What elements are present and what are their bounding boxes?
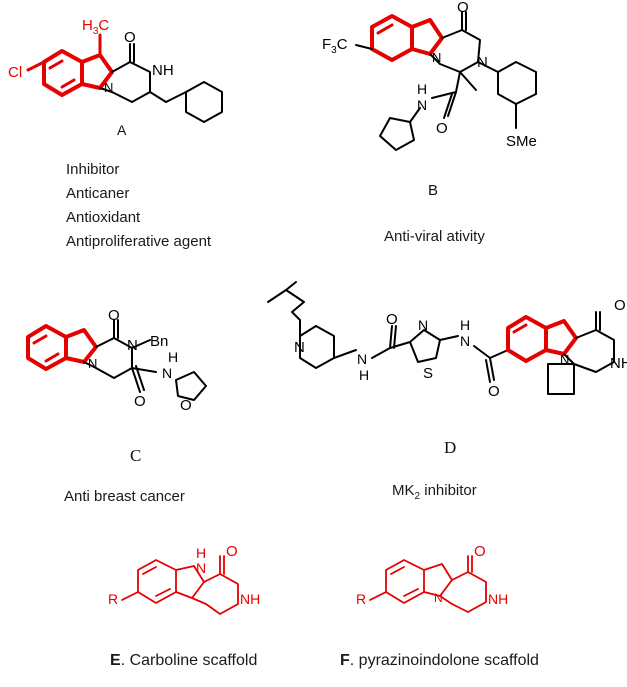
scaffold-f-caption-bold: F [340, 652, 350, 669]
compound-d-n5-label: N [560, 352, 569, 367]
compound-d-pyrrole-ring [544, 319, 578, 356]
compound-b-letter: B [428, 182, 439, 199]
compound-b-pyrrole-ring [410, 18, 444, 56]
compound-d-thiazole-ring [409, 329, 441, 363]
scaffold-f-r-label: R [356, 591, 366, 607]
compound-c-n3-label: N [162, 365, 172, 381]
compound-b-cyclopentyl-ring [379, 117, 415, 151]
scaffold-f-piperazinone-ring [439, 571, 487, 613]
compound-b-n2-label: N [477, 54, 488, 71]
scaffold-f-o-label: O [474, 543, 486, 560]
compound-d-caption: MK2 inhibitor [392, 482, 477, 502]
compound-c-benzene-ring [26, 324, 68, 371]
compound-c-o1-label: O [108, 307, 120, 324]
compound-b-structure [355, 11, 537, 151]
compound-b-caption: Anti-viral ativity [384, 228, 485, 245]
scaffold-e-h-label: H [196, 545, 206, 561]
compound-b-h-label: H [417, 81, 427, 97]
compound-d-caption-main: MK [392, 482, 415, 499]
scaffold-f-n-label: N [434, 591, 443, 605]
compound-c-letter: C [130, 446, 142, 465]
compound-b-aryl-ring [497, 61, 537, 105]
scaffold-f-benzene-ring [385, 559, 425, 604]
compound-b-o2-label: O [436, 120, 448, 137]
compound-a-activity-item: Anticaner [66, 185, 130, 202]
compound-a-letter: A [117, 122, 127, 138]
compound-b-sme-label: SMe [506, 133, 537, 150]
compound-c-structure [26, 319, 207, 401]
compound-a-structure [26, 33, 223, 123]
compound-b-n3-label: N [417, 97, 427, 113]
compound-d-o1-label: O [386, 311, 398, 328]
scaffold-e-lactam-ring [191, 573, 239, 615]
compound-d-h2-label: H [460, 317, 470, 333]
scaffold-e-structure [121, 555, 239, 615]
compound-a-cl-label: Cl [8, 64, 22, 81]
compound-c-n1-label: N [127, 337, 138, 354]
compound-d-s-label: S [423, 365, 433, 382]
compound-a-n-label: N [104, 80, 113, 95]
scaffold-e-nh-label: NH [240, 591, 260, 607]
compound-b-benzene-ring [370, 14, 414, 62]
scaffold-e-benzene-ring [137, 559, 177, 604]
compound-d-nh-label: NH [610, 355, 627, 372]
compound-c-o2-label: O [134, 393, 146, 410]
compound-d-h1-label: H [359, 367, 369, 383]
scaffold-f-caption: F. pyrazinoindolone scaffold [340, 652, 539, 670]
compound-d-letter: D [444, 438, 457, 457]
compound-a-activity-list: Inhibitor Anticaner Antioxidant Antiprol… [66, 158, 211, 254]
compound-b-cf3-label: F3C [322, 36, 348, 56]
scaffold-e-caption-bold: E [110, 652, 121, 669]
compound-d-piperazinone-ring [563, 329, 615, 373]
scaffold-f-structure [369, 555, 487, 613]
compound-c-furan-ring [175, 371, 207, 401]
compound-d-caption-tail: inhibitor [420, 482, 477, 499]
compound-a-benzene-ring [42, 49, 84, 97]
compound-c-caption: Anti breast cancer [64, 488, 185, 505]
compound-a-activity-item: Inhibitor [66, 161, 120, 178]
compound-d-cyclobutane-ring [547, 363, 575, 395]
compound-d-o2-label: O [488, 383, 500, 400]
compound-d-caption-sub: 2 [414, 491, 421, 502]
compound-d-piperidine-ring [299, 325, 335, 369]
compound-a-activity-item: Antiproliferative agent [66, 233, 212, 250]
compound-c-o3-label: O [180, 397, 192, 414]
compound-c-n2-label: N [88, 356, 97, 371]
scaffold-e-caption: E. Carboline scaffold [110, 652, 257, 670]
compound-a-activity-item: Antioxidant [66, 209, 141, 226]
compound-a-nh-label: NH [152, 62, 174, 79]
compound-c-h-label: H [168, 349, 178, 365]
compound-d-benzene-ring [506, 315, 548, 363]
compound-b-o1-label: O [457, 0, 469, 16]
scaffold-f-nh-label: NH [488, 591, 508, 607]
scaffold-e-caption-text: . Carboline scaffold [120, 652, 258, 669]
compound-a-phenyl-ring [185, 81, 223, 123]
compound-d-o3-label: O [614, 297, 626, 314]
compound-a-o-label: O [124, 29, 136, 46]
compound-d-n1-label: N [294, 339, 305, 356]
compound-d-n4-label: N [460, 333, 470, 349]
scaffold-f-caption-text: . pyrazinoindolone scaffold [349, 652, 539, 669]
compound-d-n2-label: N [357, 351, 367, 367]
compound-c-bn-label: Bn [150, 333, 168, 350]
scaffold-e-r-label: R [108, 591, 118, 607]
compound-d-n3-label: N [418, 317, 428, 333]
compound-d-neopentyl-chain [267, 289, 305, 337]
compound-a-h3c-label: H3C [82, 17, 109, 37]
scaffold-e-o-label: O [226, 543, 238, 560]
compound-d-structure [267, 281, 615, 395]
scaffold-e-n-label: N [196, 560, 206, 576]
compound-b-n1-label: N [432, 50, 441, 65]
